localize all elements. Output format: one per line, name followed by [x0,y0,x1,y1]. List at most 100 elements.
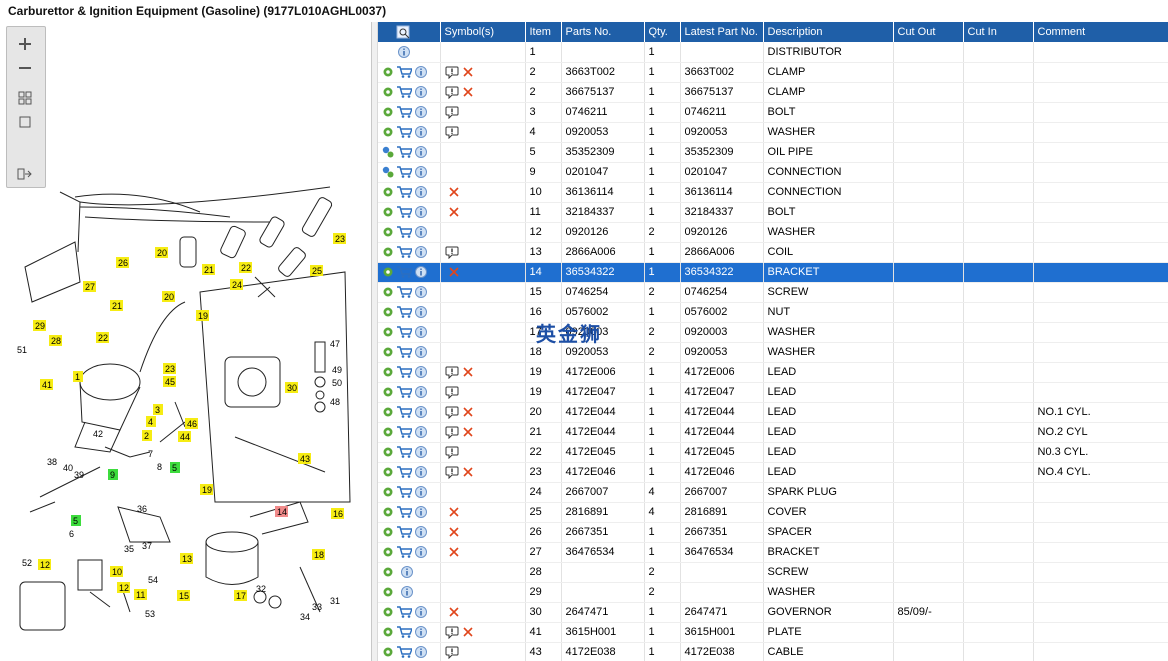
info-icon[interactable] [415,366,427,379]
cart-icon[interactable] [397,246,412,258]
gear-icon[interactable] [382,506,394,518]
cart-icon[interactable] [397,626,412,638]
column-header-icons[interactable] [378,22,441,42]
info-icon[interactable] [415,146,427,159]
x-mark-icon[interactable] [448,526,460,538]
info-icon[interactable] [415,526,427,539]
cart-icon[interactable] [397,446,412,458]
cart-icon[interactable] [397,506,412,518]
cart-icon[interactable] [397,346,412,358]
info-icon[interactable] [415,546,427,559]
info-icon[interactable] [415,266,427,279]
cart-icon[interactable] [397,86,412,98]
cart-icon[interactable] [397,366,412,378]
cart-icon[interactable] [397,606,412,618]
note-icon[interactable] [445,426,459,439]
column-header-cut-out[interactable]: Cut Out [893,22,964,42]
x-mark-icon[interactable] [462,366,474,378]
info-icon[interactable] [415,246,427,259]
cart-icon[interactable] [397,206,412,218]
cart-icon[interactable] [397,406,412,418]
note-icon[interactable] [445,126,459,139]
info-icon[interactable] [415,86,427,99]
gears-icon[interactable] [382,146,394,158]
info-icon[interactable] [415,326,427,339]
gear-icon[interactable] [382,226,394,238]
info-icon[interactable] [415,506,427,519]
note-icon[interactable] [445,66,459,79]
gear-icon[interactable] [382,526,394,538]
column-header-description[interactable]: Description [763,22,894,42]
column-header-parts-no[interactable]: Parts No. [561,22,645,42]
x-mark-icon[interactable] [448,546,460,558]
info-icon[interactable] [415,466,427,479]
gear-icon[interactable] [382,206,394,218]
cart-icon[interactable] [397,126,412,138]
fit-button[interactable] [15,89,35,107]
cart-icon[interactable] [397,386,412,398]
gear-icon[interactable] [382,366,394,378]
gear-icon[interactable] [382,426,394,438]
x-mark-icon[interactable] [448,606,460,618]
info-icon[interactable] [415,286,427,299]
x-mark-icon[interactable] [462,406,474,418]
note-icon[interactable] [445,446,459,459]
info-icon[interactable] [415,626,427,639]
cart-icon[interactable] [397,486,412,498]
column-header-cut-in[interactable]: Cut In [963,22,1034,42]
gear-icon[interactable] [382,446,394,458]
gear-icon[interactable] [382,586,394,598]
x-mark-icon[interactable] [448,206,460,218]
info-icon[interactable] [415,226,427,239]
cart-icon[interactable] [397,66,412,78]
column-header-qty[interactable]: Qty. [644,22,681,42]
note-icon[interactable] [445,246,459,259]
column-header-latest-part-no[interactable]: Latest Part No. [680,22,764,42]
gear-icon[interactable] [382,126,394,138]
note-icon[interactable] [445,406,459,419]
cart-icon[interactable] [397,326,412,338]
note-icon[interactable] [445,466,459,479]
info-icon[interactable] [415,166,427,179]
info-icon[interactable] [415,486,427,499]
info-icon[interactable] [415,406,427,419]
info-icon[interactable] [398,45,410,58]
gear-icon[interactable] [382,246,394,258]
info-icon[interactable] [415,106,427,119]
gear-icon[interactable] [382,66,394,78]
cart-icon[interactable] [397,186,412,198]
cart-icon[interactable] [397,546,412,558]
x-mark-icon[interactable] [448,266,460,278]
x-mark-icon[interactable] [448,506,460,518]
x-mark-icon[interactable] [448,186,460,198]
gear-icon[interactable] [382,486,394,498]
x-mark-icon[interactable] [462,66,474,78]
cart-icon[interactable] [397,146,412,158]
cart-icon[interactable] [397,286,412,298]
gear-icon[interactable] [382,466,394,478]
info-icon[interactable] [401,586,413,599]
info-icon[interactable] [415,186,427,199]
x-mark-icon[interactable] [462,86,474,98]
gear-icon[interactable] [382,326,394,338]
gear-icon[interactable] [382,566,394,578]
note-icon[interactable] [445,646,459,659]
gear-icon[interactable] [382,186,394,198]
